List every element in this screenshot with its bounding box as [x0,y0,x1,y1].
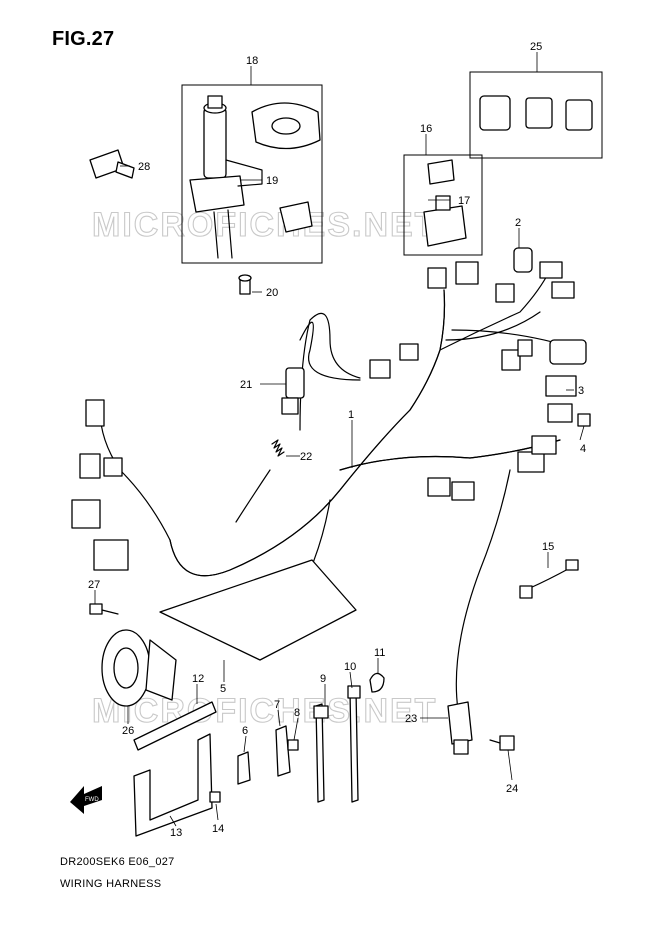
callout-15: 15 [542,541,554,553]
callout-2: 2 [515,217,521,229]
callout-5: 5 [220,683,226,695]
callout-21: 21 [240,379,252,391]
connector-caps [479,95,593,131]
relay [423,159,467,247]
brake-spring [271,439,285,457]
callout-9: 9 [320,673,326,685]
ignition-switch [189,95,263,259]
tie-9 [315,703,325,803]
bolt-24 [489,735,515,751]
callout-12: 12 [192,673,204,685]
clamp-11 [369,672,385,693]
callout-6: 6 [242,725,248,737]
callout-3: 3 [578,385,584,397]
callout-16: 16 [420,123,432,135]
callout-27: 27 [88,579,100,591]
clamp-6 [237,751,251,785]
kit-box-25 [469,71,603,159]
callout-28: 28 [138,161,150,173]
bolt-27 [89,603,119,615]
figure-title: FIG.27 [52,28,115,50]
callout-4: 4 [580,443,586,455]
callout-18: 18 [246,55,258,67]
callout-26: 26 [122,725,134,737]
watermark-lower: MICROFICHES.NET [92,692,437,730]
bracket-12 [133,701,217,751]
leader-lines [94,52,585,827]
callout-22: 22 [300,451,312,463]
screw-14 [209,791,221,803]
callout-8: 8 [294,707,300,719]
bracket-13 [133,733,213,837]
switch-cap [279,201,313,233]
diagram-caption: WIRING HARNESS [60,878,162,890]
tie-10 [349,689,359,803]
sensor-23 [447,701,473,755]
kit-box-16 [403,154,483,256]
callout-24: 24 [506,783,518,795]
lead-wire-15 [519,559,579,599]
main-harness [99,269,581,711]
callout-1: 1 [348,409,354,421]
callout-7: 7 [274,699,280,711]
ignition-lock-plate [251,102,321,150]
brake-switch [281,367,305,415]
callout-10: 10 [344,661,356,673]
clamp-7 [275,725,291,777]
fwd-label: FWD [85,797,99,803]
callout-13: 13 [170,827,182,839]
screw-8 [287,739,299,751]
watermark-upper: MICROFICHES.NET [92,206,437,244]
callout-23: 23 [405,713,417,725]
callout-25: 25 [530,41,542,53]
fwd-arrow: FWD [70,786,102,814]
horn [101,629,177,707]
diagram-code: DR200SEK6 E06_027 [60,856,175,868]
callout-19: 19 [266,175,278,187]
ignition-key [89,149,135,179]
callout-17: 17 [458,195,470,207]
kit-box-18 [181,84,323,264]
callout-14: 14 [212,823,224,835]
harness-connectors [71,247,591,637]
callout-11: 11 [374,647,385,659]
harness-sheet [159,559,357,661]
screw-20 [238,274,252,295]
callout-20: 20 [266,287,278,299]
